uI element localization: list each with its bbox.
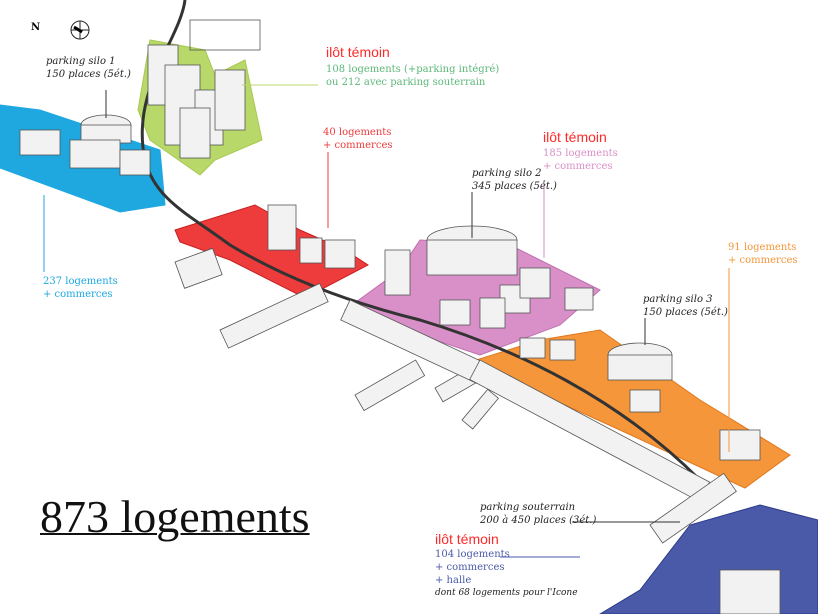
temoin-center-label: ilôt témoin 185 logements + commerces: [543, 129, 618, 173]
orange-zone-commerce: + commerces: [728, 255, 798, 266]
navy-zone: [599, 504, 818, 614]
blue-zone-commerce: + commerces: [43, 289, 113, 300]
silo3-name: parking silo 3: [643, 294, 713, 305]
silo2-capacity: 345 places (5ét.): [472, 181, 557, 192]
temoin-south-line: + halle: [435, 575, 472, 586]
silo2-label: parking silo 2 345 places (5ét.): [472, 167, 557, 193]
temoin-north-line: ou 212 avec parking souterrain: [326, 77, 486, 88]
temoin-south-line: 104 logements: [435, 549, 510, 560]
underground-name: parking souterrain: [480, 502, 576, 513]
buildings: [19, 19, 781, 614]
silo3-capacity: 150 places (5ét.): [643, 307, 728, 318]
silo1-capacity: 150 places (5ét.): [46, 69, 131, 80]
orange-zone-label: 91 logements + commerces: [728, 241, 798, 267]
red-zone-count: 40 logements: [323, 127, 392, 138]
temoin-south-line: + commerces: [435, 562, 505, 573]
red-zone-label: 40 logements + commerces: [323, 126, 393, 152]
blue-zone-count: 237 logements: [43, 276, 118, 287]
silo2-name: parking silo 2: [472, 168, 542, 179]
temoin-north-title: ilôt témoin: [326, 44, 390, 60]
temoin-south-title: ilôt témoin: [435, 531, 499, 547]
road: [140, 0, 702, 521]
temoin-north-line: 108 logements (+parking intégré): [326, 64, 500, 75]
north-compass-icon: [70, 20, 90, 40]
underground-capacity: 200 à 450 places (3ét.): [480, 515, 597, 526]
temoin-south-label: ilôt témoin 104 logements + commerces + …: [435, 531, 578, 600]
temoin-center-title: ilôt témoin: [543, 129, 607, 145]
temoin-center-line: + commerces: [543, 161, 613, 172]
compass-north-label: N: [31, 22, 41, 33]
temoin-south-note: dont 68 logements pour l'Icone: [435, 588, 578, 598]
silo1-name: parking silo 1: [46, 56, 116, 67]
silo1-label: parking silo 1 150 places (5ét.): [46, 55, 131, 81]
total-housing-title: 873 logements: [40, 491, 310, 542]
silo3-label: parking silo 3 150 places (5ét.): [643, 293, 728, 319]
red-zone-commerce: + commerces: [323, 140, 393, 151]
temoin-north-label: ilôt témoin 108 logements (+parking inté…: [326, 44, 500, 89]
temoin-center-line: 185 logements: [543, 148, 618, 159]
underground-parking-label: parking souterrain 200 à 450 places (3ét…: [480, 501, 596, 527]
leader-lines: [43, 84, 730, 558]
orange-zone-count: 91 logements: [728, 242, 797, 253]
blue-zone-label: 237 logements + commerces: [43, 275, 118, 301]
